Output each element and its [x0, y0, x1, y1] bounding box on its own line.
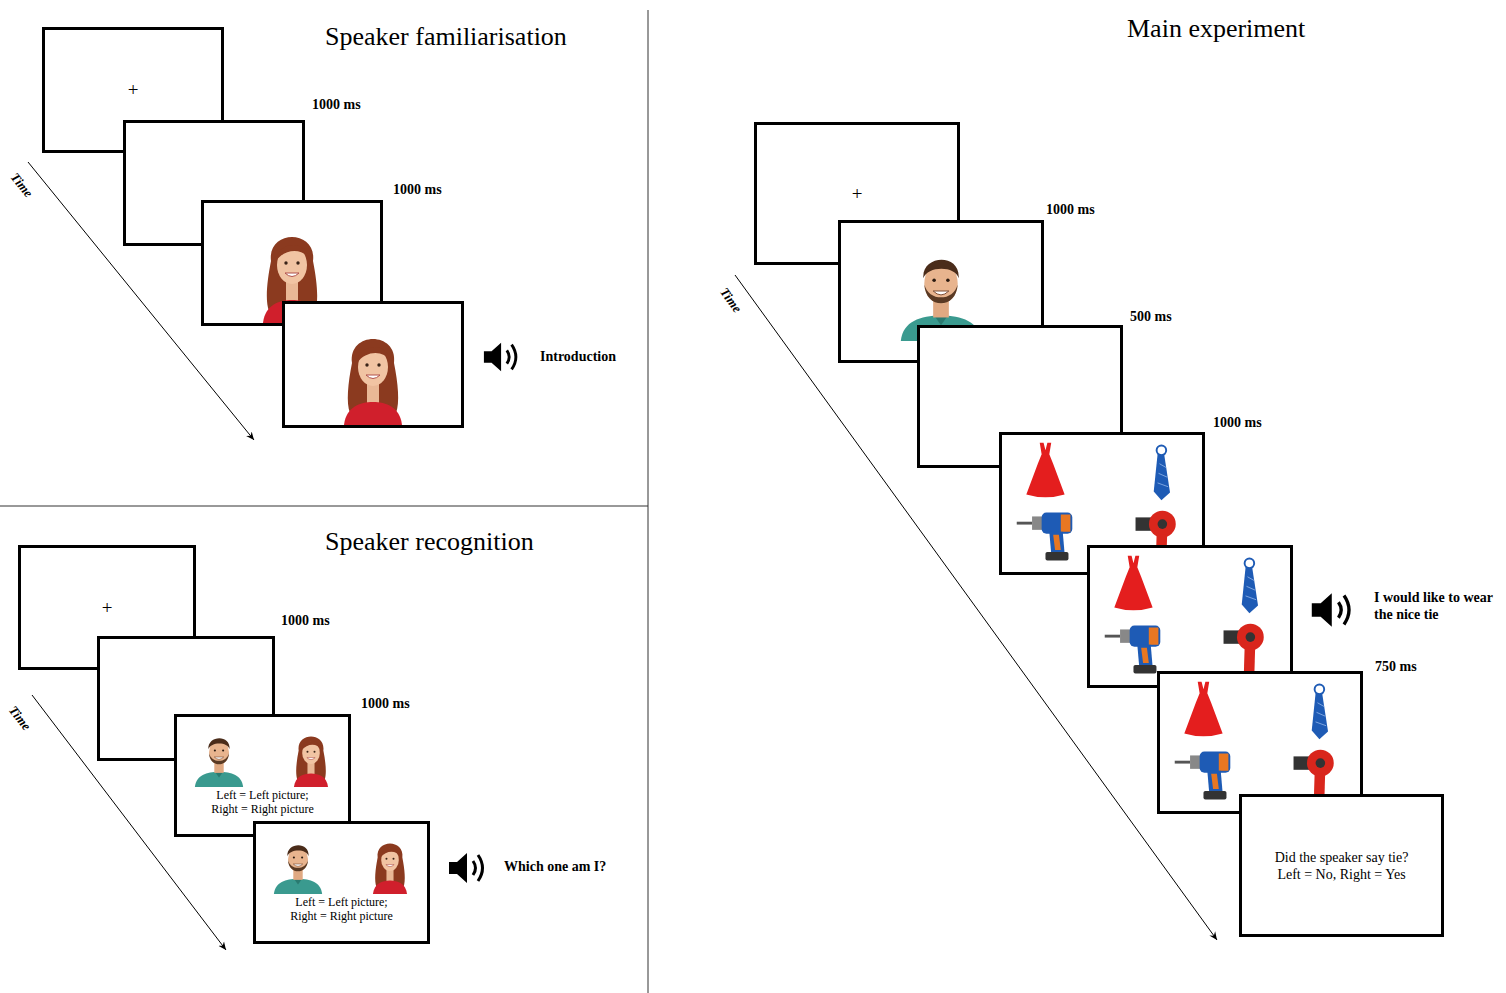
- man-picture: [268, 834, 328, 894]
- fixation-cross: +: [128, 80, 139, 100]
- duration-label: 1000 ms: [281, 613, 330, 629]
- time-label: Time: [8, 170, 37, 200]
- screen-box: Left = Left picture;Right = Right pictur…: [174, 714, 351, 837]
- fixation-cross: +: [102, 598, 113, 618]
- audio-label: Which one am I?: [504, 859, 606, 875]
- screen-text: Left = Left picture;: [216, 788, 308, 802]
- section-title: Main experiment: [1127, 14, 1305, 44]
- woman-picture: [281, 727, 341, 787]
- section-title: Speaker recognition: [325, 527, 534, 557]
- screen-box: Left = Left picture;Right = Right pictur…: [253, 821, 430, 944]
- fixation-cross: +: [852, 184, 863, 204]
- screen-box: Did the speaker say tie?Left = No, Right…: [1239, 794, 1444, 937]
- screen-text: Left = Left picture;: [295, 895, 387, 909]
- duration-label: 500 ms: [1130, 309, 1172, 325]
- duration-label: 750 ms: [1375, 659, 1417, 675]
- screen-text: Did the speaker say tie?: [1275, 849, 1409, 866]
- time-label: Time: [717, 285, 745, 316]
- duration-label: 1000 ms: [312, 97, 361, 113]
- speaker-icon: [449, 853, 483, 883]
- items-picture: [1090, 548, 1290, 685]
- screen-frame: [1157, 671, 1363, 814]
- screen-frame: [282, 301, 464, 428]
- screen-frame: [1087, 545, 1293, 688]
- audio-label: I would like to wear the nice tie: [1374, 589, 1500, 623]
- speaker-icon: [484, 343, 516, 372]
- divider-line: [648, 10, 649, 993]
- duration-label: 1000 ms: [1213, 415, 1262, 431]
- woman-picture: [360, 834, 420, 894]
- divider-line: [0, 506, 648, 507]
- section-title: Speaker familiarisation: [325, 22, 567, 52]
- duration-label: 1000 ms: [361, 696, 410, 712]
- speaker-icon: [1312, 593, 1349, 626]
- duration-label: 1000 ms: [1046, 202, 1095, 218]
- screen-text: Right = Right picture: [290, 909, 392, 923]
- man-picture: [189, 727, 249, 787]
- time-label: Time: [6, 703, 34, 733]
- audio-label: Introduction: [540, 349, 616, 365]
- screen-text: Left = No, Right = Yes: [1277, 866, 1405, 883]
- duration-label: 1000 ms: [393, 182, 442, 198]
- woman-picture: [340, 323, 406, 425]
- screen-text: Right = Right picture: [211, 802, 313, 816]
- items-picture: [1160, 674, 1360, 811]
